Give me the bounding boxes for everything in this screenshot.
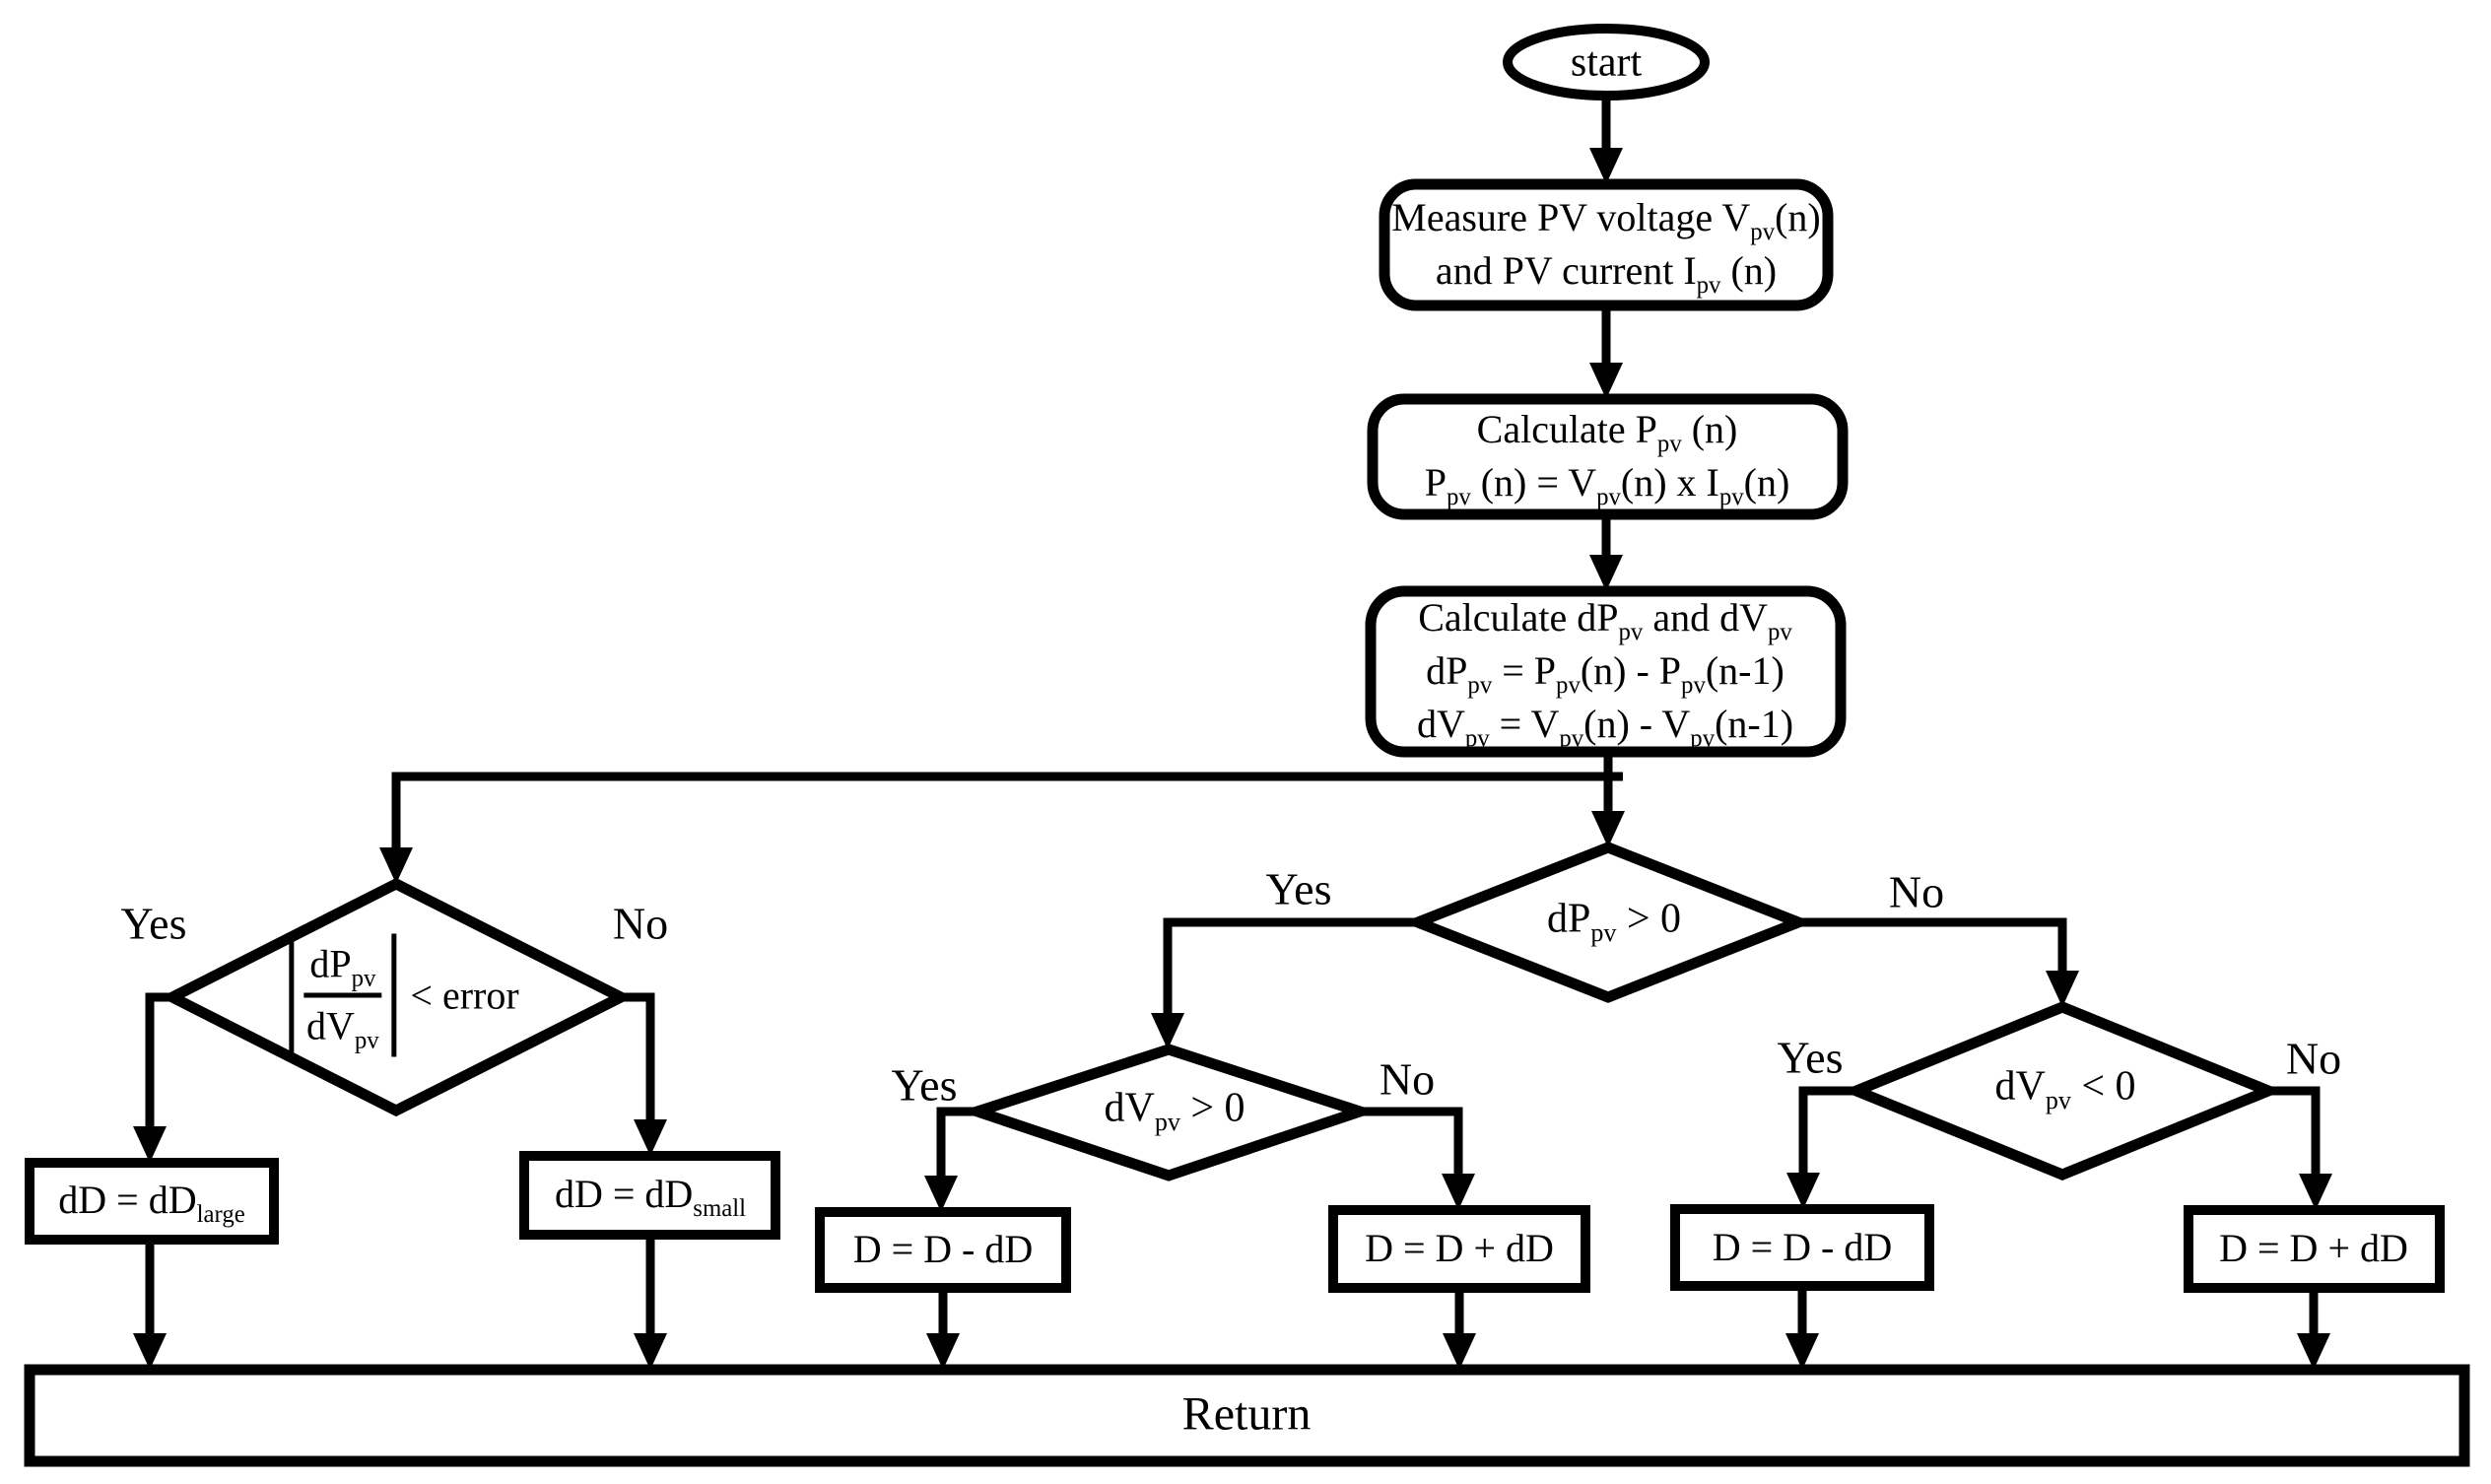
start-label: start [1570, 39, 1643, 86]
calc-power-line-2: Ppv (n) = Vpv(n) x Ipv(n) [1424, 460, 1790, 510]
calc-delta-line-1: Calculate dPpv and dVpv [1418, 595, 1792, 645]
decrease-duty-right-text: D = D - dD [1712, 1225, 1893, 1269]
error-decision-formula: dPpv dVpv < error [289, 933, 519, 1057]
arrowhead [2297, 1333, 2330, 1370]
arrowhead [634, 1333, 667, 1370]
return-label: Return [1181, 1387, 1312, 1441]
arrowhead [1442, 1174, 1475, 1210]
return-box [24, 1364, 2470, 1467]
dp-yes-label: Yes [1265, 863, 1332, 914]
connector-errorcheck-no [621, 992, 655, 1123]
calc-delta-box [1365, 585, 1847, 758]
arrowhead [133, 1333, 167, 1370]
arrowhead [1589, 555, 1623, 591]
fraction-denominator: dVpv [306, 1003, 379, 1054]
increase-duty-mid-box [1328, 1205, 1590, 1293]
calc-delta-line-3: dVpv = Vpv(n) - Vpv(n-1) [1416, 702, 1794, 752]
dv-neg-decision-text: dVpv < 0 [1994, 1063, 2136, 1115]
connector-dvpos-no [1360, 1107, 1463, 1178]
dv-pos-decision-diamond [960, 1044, 1378, 1181]
error-comparison: < error [410, 973, 519, 1017]
connector-errorcheck-yes [145, 992, 172, 1130]
arrowheads [133, 148, 2332, 1370]
arrowhead [926, 1333, 960, 1370]
arrowhead [1785, 1333, 1819, 1370]
decrease-duty-right-box [1670, 1204, 1934, 1291]
arrowhead [1151, 1013, 1184, 1049]
connectors [145, 96, 2321, 1337]
arrowhead [1443, 1333, 1476, 1370]
connector-dpcheck-no [1798, 917, 2067, 975]
calc-power-line-1: Calculate Ppv (n) [1476, 407, 1738, 457]
increase-duty-right-text: D = D + dD [2219, 1226, 2408, 1270]
increase-duty-mid-text: D = D + dD [1365, 1226, 1554, 1270]
connector-dvneg-no [2268, 1086, 2321, 1178]
error-no-label: No [612, 898, 669, 949]
dp-no-label: No [1888, 866, 1945, 917]
error-yes-label: Yes [120, 898, 187, 949]
arrowhead [2299, 1174, 2332, 1210]
error-decision-diamond [160, 877, 634, 1117]
fraction: dPpv dVpv [303, 938, 382, 1054]
shapes [24, 24, 2470, 1467]
absolute-value-bars: dPpv dVpv [289, 933, 397, 1057]
connector-dvpos-yes [936, 1107, 977, 1180]
measure-line-2: and PV current Ipv (n) [1435, 248, 1778, 299]
measure-text: Measure PV voltage Vpv(n) and PV current… [1391, 191, 1820, 298]
calc-delta-line-2: dPpv = Ppv(n) - Ppv(n-1) [1426, 648, 1784, 699]
dv-pos-yes-label: Yes [891, 1059, 958, 1111]
dv-neg-decision-diamond [1842, 1001, 2283, 1180]
start-ellipse [1503, 24, 1710, 101]
arrowhead [379, 847, 413, 884]
decrease-duty-mid-text: D = D - dD [852, 1227, 1034, 1271]
connector-dvneg-yes [1798, 1086, 1856, 1177]
arrowhead [2046, 971, 2079, 1007]
set-dd-small-box [519, 1151, 780, 1240]
calc-power-box [1367, 393, 1849, 520]
measure-box [1379, 178, 1834, 311]
fraction-numerator: dPpv [303, 938, 382, 998]
arrowhead [1786, 1173, 1820, 1209]
dv-pos-decision-text: dVpv > 0 [1104, 1085, 1246, 1137]
set-dd-large-box [25, 1158, 279, 1245]
decrease-duty-mid-box [815, 1207, 1071, 1293]
calc-power-text: Calculate Ppv (n) Ppv (n) = Vpv(n) x Ipv… [1425, 403, 1790, 509]
dp-decision-text: dPpv > 0 [1546, 896, 1682, 948]
measure-line-1: Measure PV voltage Vpv(n) [1391, 195, 1821, 245]
arrowhead [634, 1119, 667, 1156]
arrowhead [1589, 363, 1623, 399]
calc-delta-text: Calculate dPpv and dVpv dPpv = Ppv(n) - … [1417, 591, 1793, 751]
set-dd-small-text: dD = dDsmall [554, 1172, 747, 1222]
connector-dpcheck-yes [1163, 917, 1418, 1017]
connector-branch-to-errorcheck [391, 772, 1623, 851]
return-feed-increase-duty-right-box [2184, 1205, 2445, 1293]
set-dd-large-text: dD = dDlarge [58, 1178, 245, 1228]
dp-decision-diamond [1402, 842, 1814, 1003]
arrowhead [924, 1176, 958, 1212]
arrowhead [1589, 148, 1623, 184]
arrowhead [1591, 811, 1625, 847]
dv-neg-yes-label: Yes [1777, 1032, 1844, 1083]
arrowhead [133, 1126, 167, 1163]
dv-pos-no-label: No [1379, 1053, 1436, 1105]
dv-neg-no-label: No [2285, 1033, 2342, 1084]
